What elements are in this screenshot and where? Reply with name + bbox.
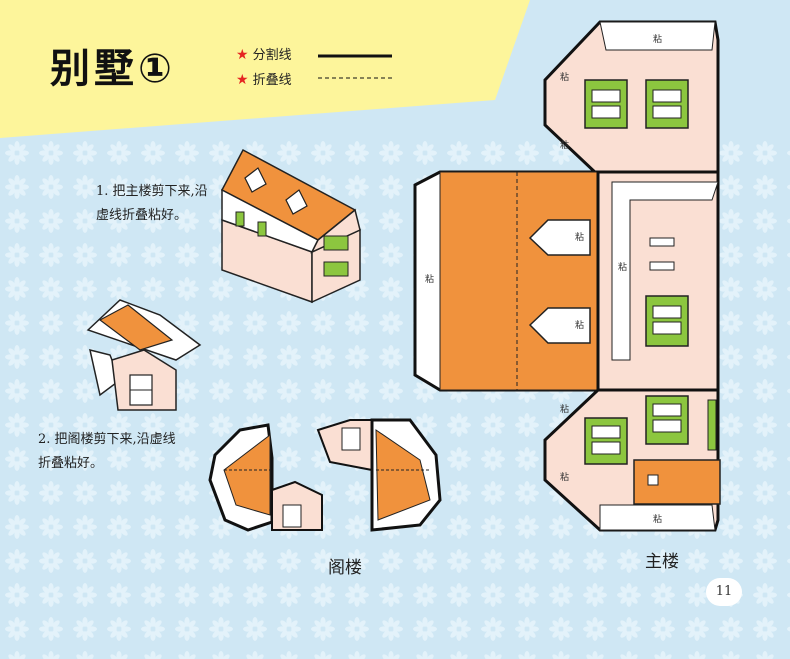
- glue-mark: 粘: [575, 319, 584, 331]
- glue-mark: 粘: [425, 273, 434, 285]
- glue-mark: 粘: [653, 33, 662, 45]
- attic-caption: 阁楼: [328, 558, 362, 578]
- legend-fold-line: ★折叠线: [236, 69, 292, 88]
- glue-mark: 粘: [618, 261, 627, 273]
- legend-fold-label: 折叠线: [252, 73, 292, 88]
- glue-mark: 粘: [575, 231, 584, 243]
- glue-mark: 粘: [560, 471, 569, 483]
- main-house-caption: 主楼: [645, 552, 679, 572]
- page-title: 别墅①: [50, 46, 176, 92]
- legend-cut-label: 分割线: [252, 48, 292, 63]
- assembled-main-house-illustration: [220, 148, 361, 304]
- instruction-step-1: 1. 把主楼剪下来,沿虚线折叠粘好。: [96, 184, 208, 223]
- glue-mark: 粘: [560, 139, 569, 151]
- star-icon: ★: [236, 47, 249, 63]
- glue-mark: 粘: [560, 403, 569, 415]
- attic-cutout-left: [208, 423, 323, 532]
- glue-mark: 粘: [653, 513, 662, 525]
- door: [633, 459, 721, 505]
- assembled-attic-illustration: [86, 299, 202, 411]
- attic-cutout-right: [316, 418, 442, 532]
- instruction-step-2: 2. 把阁楼剪下来,沿虚线折叠粘好。: [38, 432, 176, 471]
- glue-mark: 粘: [560, 71, 569, 83]
- legend-cut-line: ★分割线: [236, 44, 292, 63]
- page-number: 11: [706, 578, 742, 606]
- main-house-cutout: 粘 粘 粘 粘 粘 粘 粘 粘 粘 粘: [413, 20, 721, 532]
- star-icon: ★: [236, 72, 249, 88]
